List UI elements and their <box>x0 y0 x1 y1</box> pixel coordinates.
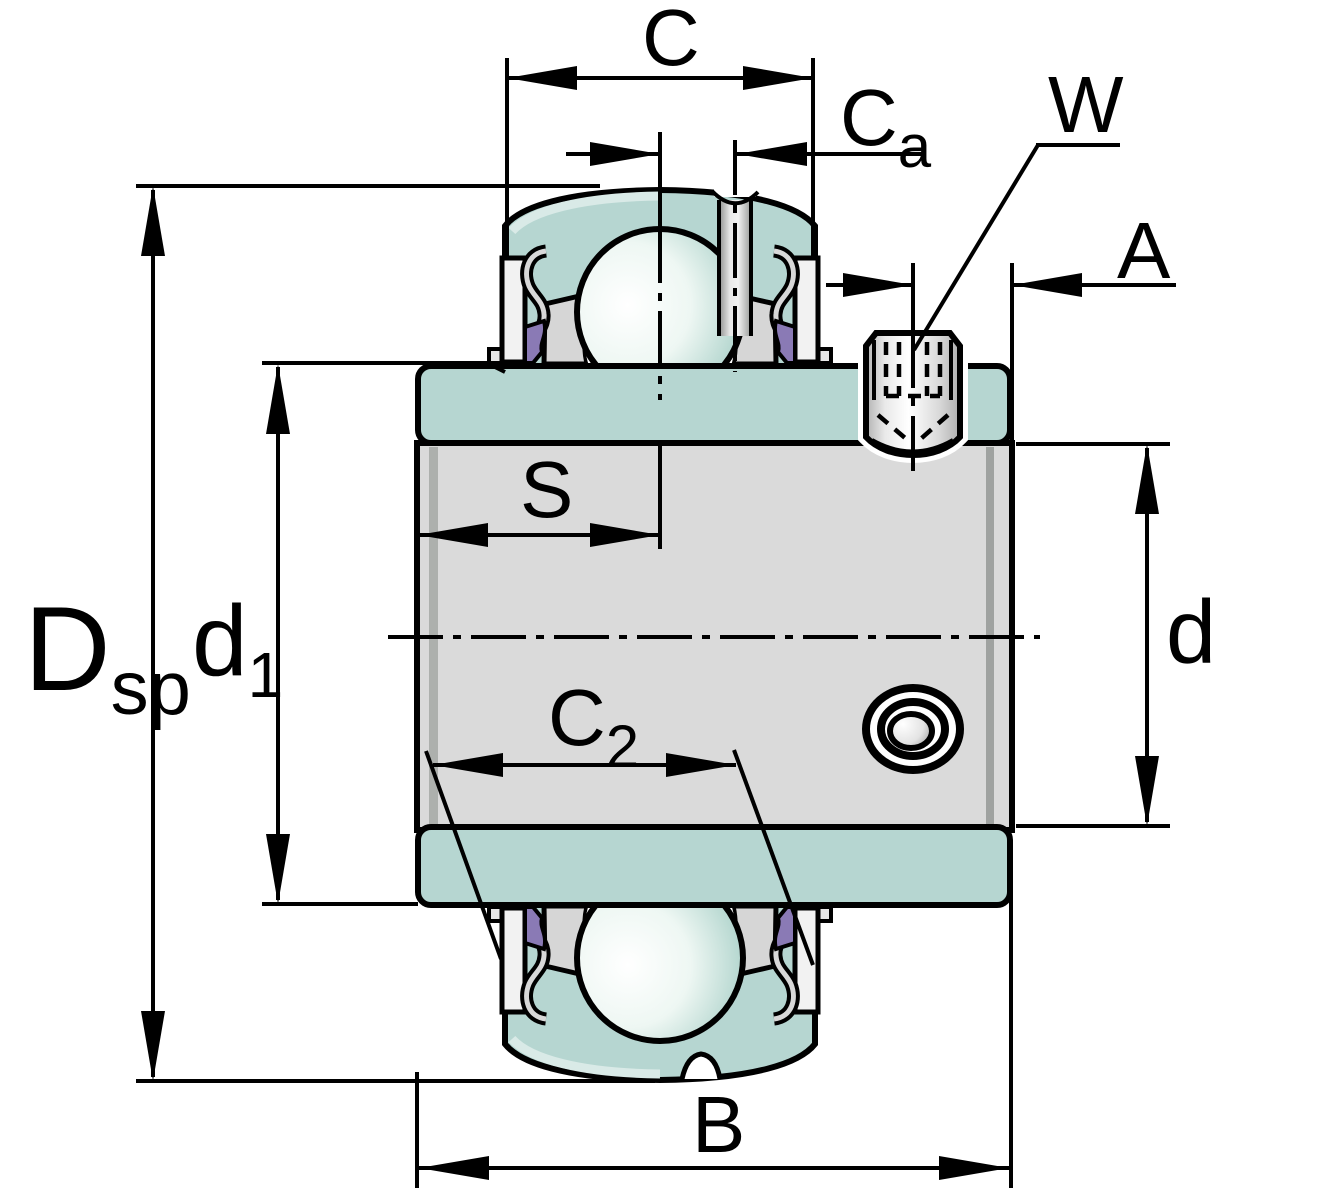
oblique-extension-left <box>424 750 503 960</box>
label-Dsp: Dsp <box>24 582 191 731</box>
label-S: S <box>520 445 573 534</box>
label-Ca: Ca <box>840 73 932 180</box>
label-d: d <box>1166 583 1216 683</box>
seal-carrier-edge <box>499 255 528 365</box>
centerlines <box>388 132 1040 639</box>
dimension-Dsp: Dsp <box>24 184 655 1083</box>
label-C2: C2 <box>548 673 639 780</box>
sphere-highlight <box>508 191 661 235</box>
dimension-Ca: Ca <box>566 73 932 180</box>
leader-line-W <box>912 143 1040 352</box>
seal-lip <box>523 318 547 365</box>
label-A: A <box>1117 206 1171 295</box>
label-C: C <box>642 0 700 82</box>
dimension-B: B <box>415 860 1013 1188</box>
dimension-C: C <box>505 0 815 256</box>
oblique-extension-right <box>732 749 815 966</box>
callout-W: W <box>912 60 1124 352</box>
label-B: B <box>692 1080 745 1169</box>
dimension-d1: d1 <box>192 361 506 906</box>
bottom-groove-notch <box>679 1051 723 1080</box>
dimension-A: A <box>826 206 1176 440</box>
set-screw <box>858 325 968 463</box>
dimension-d: d <box>1016 442 1216 828</box>
far-side-screw-hole <box>862 684 964 774</box>
screw-cone-point <box>876 413 913 445</box>
label-W: W <box>1048 60 1124 149</box>
label-d1: d1 <box>192 585 283 711</box>
dimension-S: S <box>418 445 660 547</box>
dimension-C2: C2 <box>424 673 815 966</box>
outer-ring-band-bottom <box>415 824 1013 908</box>
